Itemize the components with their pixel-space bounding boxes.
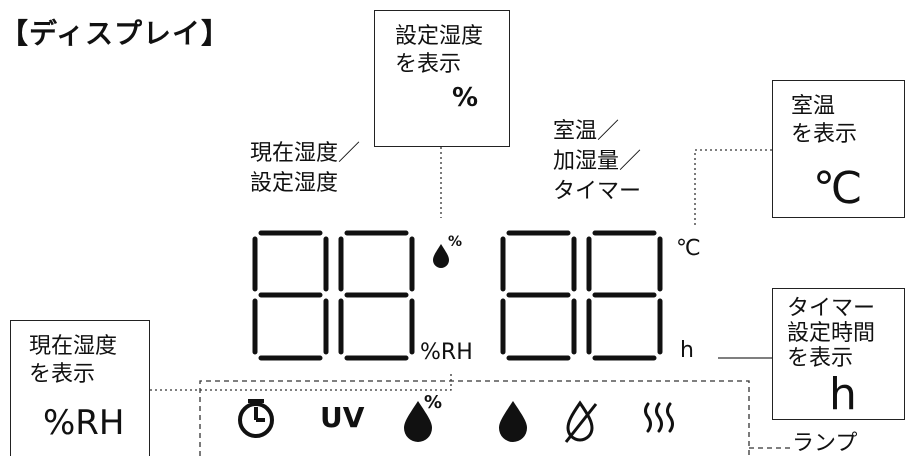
callout-label: を表示 [29,362,96,387]
digit-2 [338,230,415,361]
display-hour-indicator: h [680,338,694,363]
callout-label: タイマー [787,296,876,321]
digit-3 [500,230,577,361]
no-humidify-icon [564,400,598,443]
connector-room-temp [694,149,772,226]
lamp-label: ランプ [792,431,858,456]
left-display-label: 設定湿度 [250,171,339,196]
digit-1 [252,230,329,361]
heat-icon [644,402,674,433]
right-display-label: 加湿量／ [553,149,642,174]
digit-4 [586,230,663,361]
display-percent-indicator: % [448,234,463,250]
callout-label: 室温 [791,94,836,119]
left-display-label: 現在湿度／ [250,141,361,166]
lamp-percent-indicator: % [424,392,443,413]
display-celsius-indicator: ℃ [676,236,701,261]
right-display-label: 室温／ [553,119,620,144]
callout-label: 設定湿度 [395,24,484,49]
callout-label: を表示 [395,52,462,77]
right-display-label: タイマー [553,179,642,204]
humidity-setting-drop-icon [404,401,432,442]
page-title: 【ディスプレイ】 [0,17,231,50]
callout-label: 現在湿度 [29,334,118,359]
timer-callout: タイマー 設定時間 を表示 h [772,288,905,420]
drop-icon-display [433,244,449,268]
lamp-area-outline [199,380,750,456]
seven-segment-digits [252,230,663,361]
rh-symbol: %RH [43,403,125,443]
drop-icon [499,401,527,442]
hour-symbol: h [829,369,857,420]
callout-label: 設定時間 [787,321,876,346]
timer-icon [238,399,274,438]
current-humidity-callout: 現在湿度 を表示 %RH [10,320,150,456]
uv-lamp: UV [320,401,365,434]
connector-current-humidity [150,372,452,391]
callout-label: を表示 [791,122,858,147]
room-temp-callout: 室温 を表示 ℃ [772,80,905,218]
callout-label: を表示 [787,346,854,371]
percent-symbol: % [452,83,479,113]
display-rh-indicator: %RH [420,340,473,365]
celsius-symbol: ℃ [813,163,863,214]
set-humidity-callout: 設定湿度 を表示 % [374,10,510,147]
